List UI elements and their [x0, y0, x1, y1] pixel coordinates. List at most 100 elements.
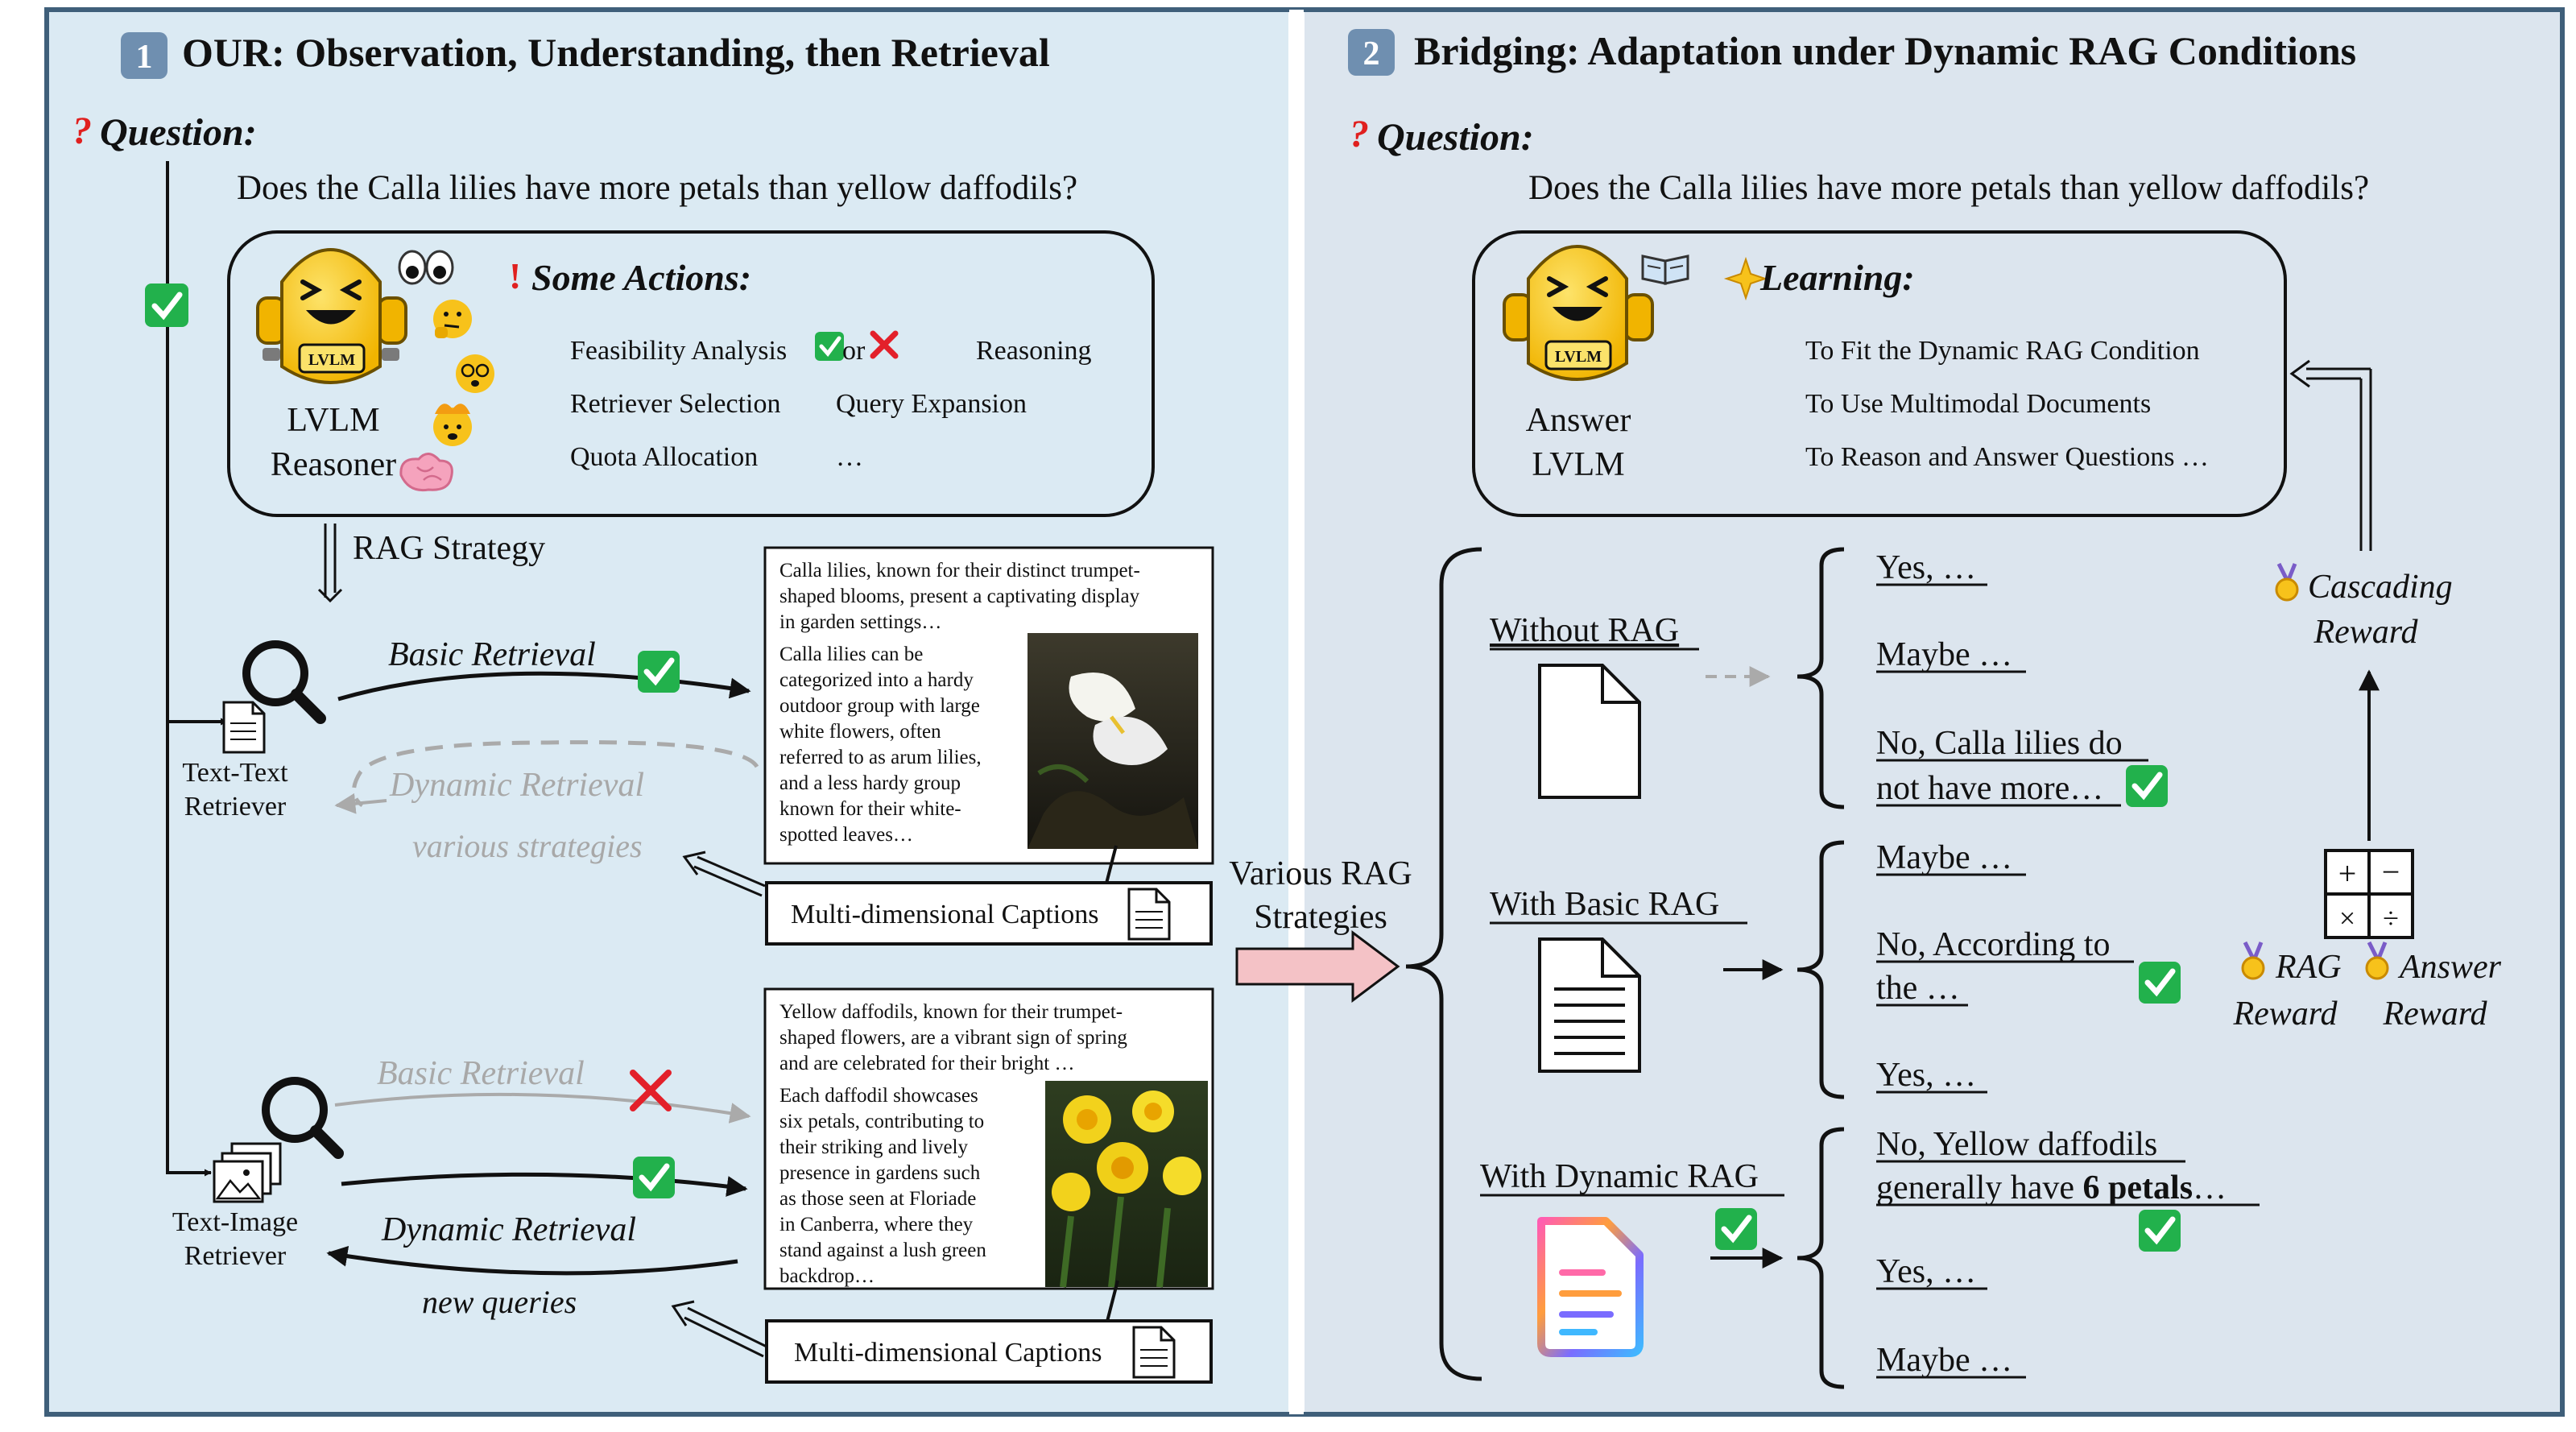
image-dynamic-retrieval: Dynamic Retrieval [381, 1211, 636, 1248]
svg-text:×: × [2339, 902, 2355, 934]
daffodil-doc-top: Yellow daffodils, known for their trumpe… [779, 1001, 1132, 1074]
book-emoji-icon [1641, 255, 1689, 285]
check-icon [145, 284, 188, 327]
rag-reward-line2: Reward [2232, 995, 2338, 1033]
document-icon [1538, 664, 1641, 799]
dizzy-emoji-icon [456, 354, 494, 393]
check-icon [1715, 1208, 1757, 1250]
text-dynamic-sub: various strategies [412, 828, 643, 864]
svg-text:÷: ÷ [2383, 902, 2399, 934]
check-icon [638, 651, 680, 693]
condition-basic-rag: With Basic RAG [1490, 886, 1719, 923]
right-question-label: Question: [1377, 116, 1534, 159]
answerer-bubble [1472, 230, 2287, 517]
right-panel-number: 2 [1363, 35, 1380, 72]
action-retriever-selection: Retriever Selection [570, 389, 781, 419]
learning-item-1: To Fit the Dynamic RAG Condition [1805, 336, 2200, 366]
number-badge-icon: 2 [1348, 29, 1395, 76]
robot-icon: LVLM [256, 248, 407, 384]
left-question-text: Does the Calla lilies have more petals t… [237, 169, 1077, 207]
answer-robot-badge: LVLM [1555, 348, 1602, 366]
document-icon [1127, 888, 1171, 941]
action-feasibility: Feasibility Analysis [570, 336, 787, 366]
calla-doc-top: Calla lilies, known for their distinct t… [779, 560, 1145, 633]
left-question-label: Question: [100, 111, 257, 154]
reasoner-name-line1: LVLM [287, 402, 379, 439]
action-or-word: or [842, 336, 866, 366]
cascading-reward-line1: Cascading [2308, 569, 2453, 606]
question-mark-icon: ? [72, 110, 92, 152]
learning-item-2: To Use Multimodal Documents [1805, 389, 2151, 419]
without-rag-brace [1797, 547, 1845, 809]
captions-label-2: Multi-dimensional Captions [794, 1338, 1102, 1368]
left-panel-title: OUR: Observation, Understanding, then Re… [182, 30, 1050, 75]
medal-icon [2275, 562, 2299, 602]
condition-without-rag: Without RAG [1490, 612, 1679, 649]
caption-feedback-1a [693, 865, 763, 897]
left-panel: 1 OUR: Observation, Understanding, then … [72, 30, 1214, 1384]
middle-label-line1: Various RAG [1229, 855, 1412, 892]
reasoner-name-line2: Reasoner [271, 446, 396, 483]
feedback-arrow-head [2289, 359, 2310, 388]
thinking-emoji-icon [433, 300, 472, 338]
right-panel-title: Bridging: Adaptation under Dynamic RAG C… [1414, 28, 2356, 73]
text-retriever-label-line1: Text-Text [182, 758, 288, 788]
left-panel-number: 1 [136, 39, 153, 76]
svg-text:+: + [2338, 855, 2357, 892]
action-query-expansion: Query Expansion [836, 389, 1027, 419]
dynamic-rag-brace [1797, 1127, 1845, 1389]
basic-answer-3: Yes, … [1876, 1057, 1976, 1094]
image-dynamic-sub: new queries [422, 1284, 577, 1320]
middle-label-line2: Strategies [1254, 899, 1387, 936]
without-answer-1: Yes, … [1876, 549, 1976, 586]
actions-title: Some Actions: [531, 257, 751, 298]
right-question-text: Does the Calla lilies have more petals t… [1528, 169, 2369, 207]
check-icon [815, 332, 844, 361]
without-answer-3a: No, Calla lilies do [1876, 725, 2123, 762]
document-icon [222, 701, 266, 754]
calculator-icon: + − × ÷ [2324, 849, 2414, 939]
answer-reward-line1: Answer [2397, 949, 2502, 986]
rag-strategy-label: RAG Strategy [353, 530, 545, 567]
check-icon [633, 1157, 675, 1198]
cross-icon [630, 1070, 672, 1111]
dynamic-answer-1b: generally have 6 petals… [1876, 1169, 2227, 1206]
dynamic-retrieval-loop [352, 740, 759, 808]
medal-icon [2241, 941, 2265, 980]
robot-badge-label: LVLM [308, 351, 355, 369]
text-retriever-label-line2: Retriever [184, 792, 287, 822]
action-reasoning: Reasoning [976, 336, 1092, 366]
dynamic-answer-1a: No, Yellow daffodils [1876, 1126, 2157, 1163]
basic-answer-2a: No, According to [1876, 926, 2110, 963]
daffodil-photo [1045, 1081, 1208, 1288]
dynamic-answer-3: Maybe … [1876, 1342, 2012, 1379]
dynamic-answer-2: Yes, … [1876, 1253, 1976, 1290]
dynamic-retrieval-arrow [334, 793, 387, 814]
eyes-emoji-icon [398, 250, 454, 285]
basic-rag-brace [1797, 840, 1845, 1099]
basic-retrieval-arrow [337, 671, 751, 702]
without-answer-2: Maybe … [1876, 636, 2012, 673]
image-basic-retrieval-arrow [334, 1092, 751, 1124]
sparkle-icon [1723, 256, 1768, 301]
learning-title: Learning: [1759, 257, 1915, 298]
exclamation-icon: ! [509, 255, 521, 296]
answer-reward-line2: Reward [2382, 995, 2487, 1033]
cascading-reward-line2: Reward [2313, 614, 2418, 651]
image-stack-icon [213, 1142, 282, 1203]
robot-icon: LVLM [1503, 245, 1654, 381]
basic-answer-1: Maybe … [1876, 839, 2012, 876]
image-retriever-label-line2: Retriever [184, 1241, 287, 1271]
right-panel: 2 Bridging: Adaptation under Dynamic RAG… [1348, 28, 2502, 1389]
cross-icon [870, 330, 899, 359]
middle-connector: Various RAG Strategies [1229, 855, 1412, 1003]
colorful-document-icon [1537, 1217, 1644, 1357]
magnifier-icon [262, 1077, 344, 1159]
caption-feedback-1b [697, 855, 766, 888]
reasoner-bubble [227, 230, 1155, 517]
daffodil-doc-side: Each daffodil showcases six petals, cont… [779, 1085, 991, 1287]
calla-doc-side: Calla lilies can be categorized into a h… [779, 644, 986, 846]
check-icon [2139, 962, 2181, 1004]
check-icon [2126, 765, 2168, 807]
